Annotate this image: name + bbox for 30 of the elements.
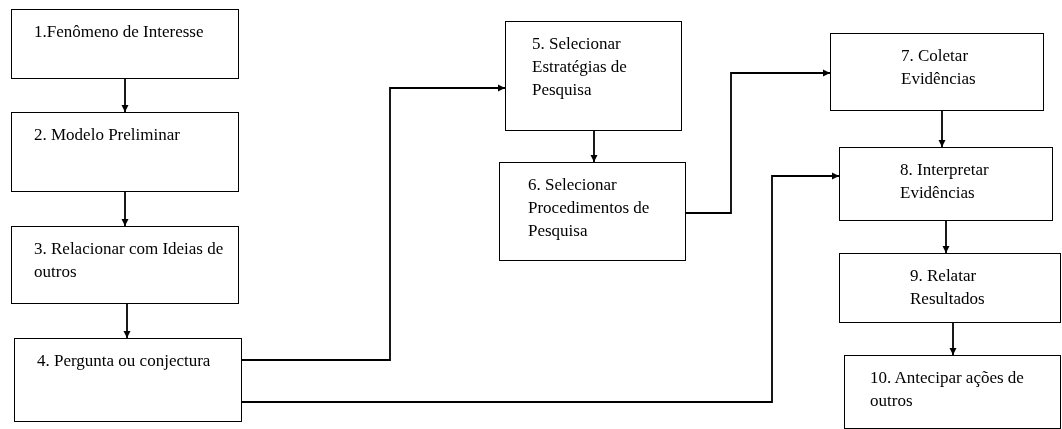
arrow [241,84,506,361]
process-box [11,9,239,79]
process-box [499,162,686,261]
arrow [123,303,131,339]
step-text: 8. Interpretar Evidências [900,159,990,204]
arrow [938,110,946,148]
arrow [121,78,129,113]
arrow [949,322,957,356]
process-box [505,21,682,131]
step-text: 7. Coletar Evidências [901,45,977,90]
step-text: 3. Relacionar com Ideias de outros [34,238,225,283]
process-box [839,147,1053,221]
process-box [839,253,1061,323]
step-text: 6. Selecionar Procedimentos de Pesquisa [528,174,651,242]
step-text: 9. Relatar Resultados [910,265,986,310]
process-box [11,226,239,304]
arrow [942,220,950,254]
step-text: 1.Fenômeno de Interesse [34,21,205,43]
process-box [830,33,1044,111]
step-text: 4. Pergunta ou conjectura [37,350,212,372]
process-box [11,112,239,192]
process-box [844,355,1061,429]
step-text: 10. Antecipar ações de outros [870,367,1025,412]
process-box [14,338,242,422]
arrow [590,130,598,163]
step-text: 2. Modelo Preliminar [34,124,181,146]
step-text: 5. Selecionar Estratégias de Pesquisa [532,33,628,101]
arrow [121,191,129,227]
arrow [685,69,831,214]
arrow [241,172,840,403]
